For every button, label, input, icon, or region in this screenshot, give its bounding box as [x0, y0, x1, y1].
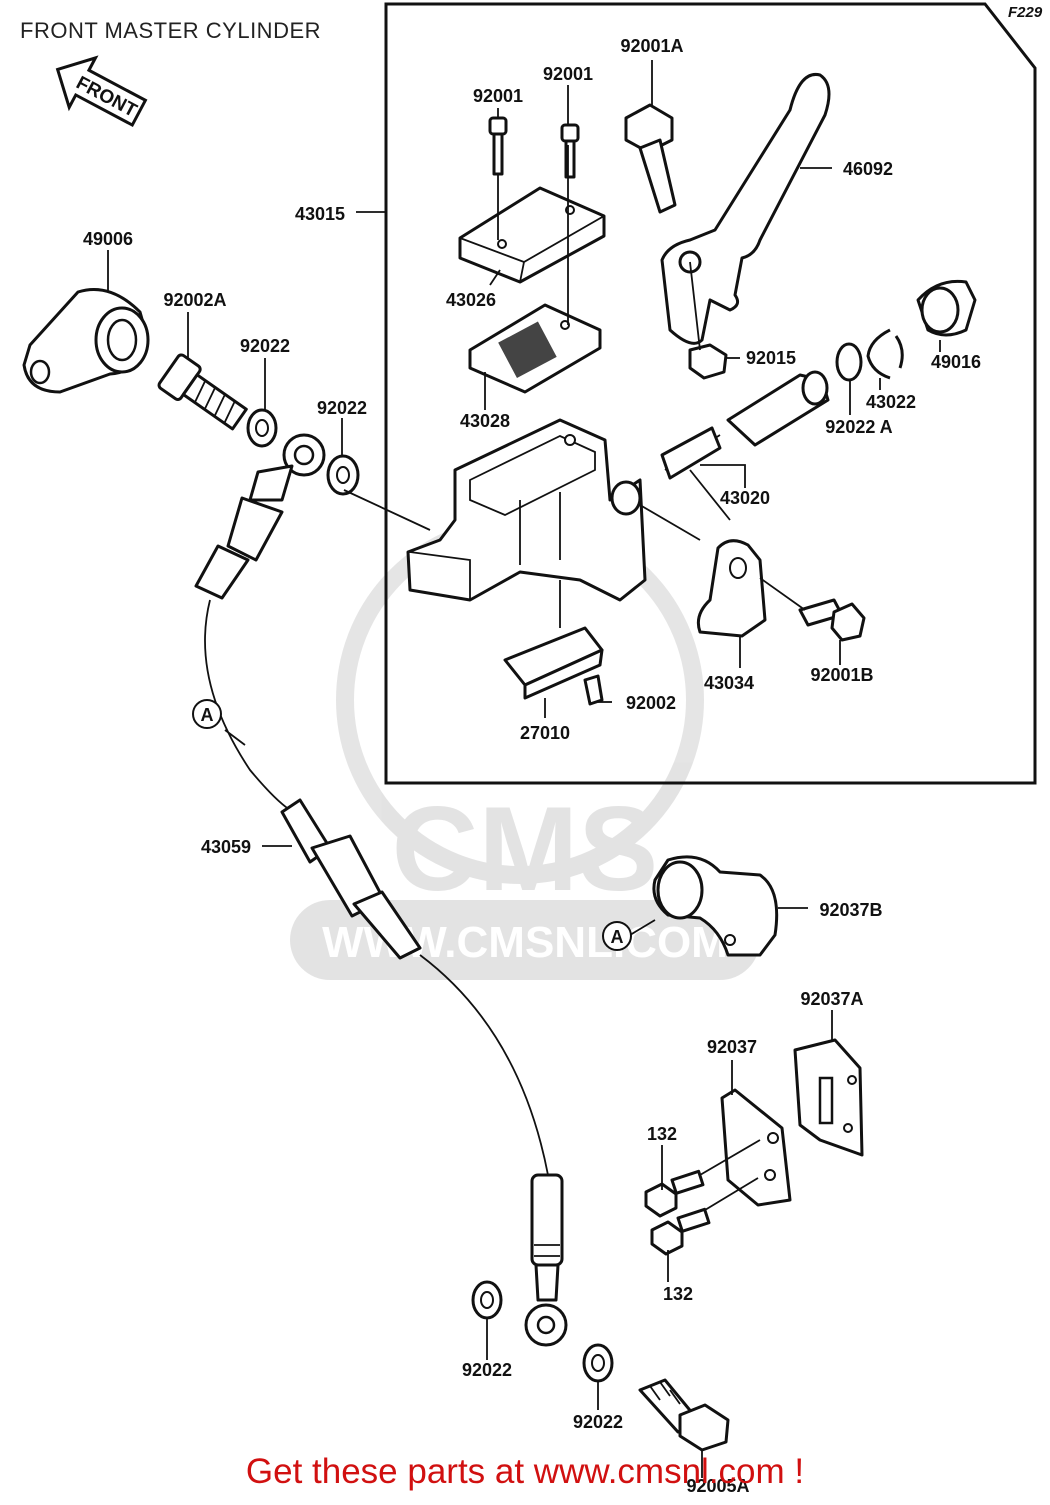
part-label-27010: 27010 — [520, 723, 570, 743]
diagram-title: FRONT MASTER CYLINDER — [20, 18, 322, 43]
part-label-43028: 43028 — [460, 411, 510, 431]
part-label-49016: 49016 — [931, 352, 981, 372]
part-label-43026: 43026 — [446, 290, 496, 310]
reservoir-screw-92001-b — [560, 123, 580, 179]
brake-lever-46092 — [660, 72, 831, 345]
bracket-92037A — [793, 1038, 864, 1157]
banjo-bolt-92002A — [157, 353, 248, 431]
bracket-92037 — [720, 1088, 792, 1207]
master-cylinder-assembly-frame — [384, 2, 1037, 785]
stop-switch-27010 — [503, 626, 604, 706]
part-label-92037B: 92037B — [819, 900, 882, 920]
part-label-132: 132 — [663, 1284, 693, 1304]
part-label-92022: 92022 — [462, 1360, 512, 1380]
connector-marker-a-left: A — [192, 699, 222, 729]
part-label-92001A: 92001A — [620, 36, 683, 56]
bolt-132-upper — [644, 1169, 705, 1218]
watermark: CMS WWW.CMSNL.COM — [290, 516, 760, 980]
part-label-92002: 92002 — [626, 693, 676, 713]
part-label-92037A: 92037A — [800, 989, 863, 1009]
svg-text:A: A — [201, 705, 214, 725]
circlip-43022 — [866, 328, 904, 380]
connector-marker-a-right: A — [602, 921, 632, 951]
part-label-46092: 46092 — [843, 159, 893, 179]
piston-kit-43020 — [660, 370, 830, 480]
promo-link[interactable]: Get these parts at www.cmsnl.com ! — [245, 1452, 805, 1491]
part-label-92005A: 92005A — [686, 1476, 749, 1496]
part-label-92002A: 92002A — [163, 290, 226, 310]
part-label-92001: 92001 — [543, 64, 593, 84]
master-cylinder-body — [406, 418, 647, 602]
pivot-nut-92015 — [688, 343, 728, 380]
banjo-bolt-92005A — [638, 1378, 730, 1452]
diagram-code: F229 — [1008, 4, 1043, 21]
part-label-92022: 92022 — [317, 398, 367, 418]
bolt-132-lower — [650, 1207, 711, 1256]
svg-text:A: A — [611, 927, 624, 947]
front-arrow-icon: FRONT — [55, 55, 148, 128]
clamp-43034 — [696, 539, 767, 638]
hose-clamp-92037B — [652, 855, 779, 957]
reservoir-screw-92001-a — [488, 116, 508, 176]
part-label-92001: 92001 — [473, 86, 523, 106]
part-label-49006: 49006 — [83, 229, 133, 249]
part-label-92022A: 92022 A — [825, 417, 892, 437]
banjo-boot-49006 — [22, 288, 150, 394]
dust-boot-49016 — [916, 279, 977, 337]
part-label-92037: 92037 — [707, 1037, 757, 1057]
part-label-43020: 43020 — [720, 488, 770, 508]
part-label-92022: 92022 — [240, 336, 290, 356]
diaphragm-43028 — [468, 303, 602, 394]
part-label-92015: 92015 — [746, 348, 796, 368]
reservoir-cap-43026 — [458, 186, 606, 284]
part-label-92001B: 92001B — [810, 665, 873, 685]
part-label-132: 132 — [647, 1124, 677, 1144]
part-labels: 92001A 92001 92001 46092 43015 49006 430… — [83, 36, 981, 1496]
leader-lines — [107, 60, 941, 1478]
part-label-43034: 43034 — [704, 673, 754, 693]
pivot-bolt-92001A — [624, 103, 677, 214]
part-label-43022: 43022 — [866, 392, 916, 412]
clamp-bolt-92001B — [798, 598, 866, 642]
part-label-92022: 92022 — [573, 1412, 623, 1432]
part-label-43059: 43059 — [201, 837, 251, 857]
washer-92022A — [835, 342, 863, 382]
watermark-brand: CMS — [392, 782, 659, 916]
part-label-43015: 43015 — [295, 204, 345, 224]
brake-hose-43059 — [194, 433, 568, 1347]
